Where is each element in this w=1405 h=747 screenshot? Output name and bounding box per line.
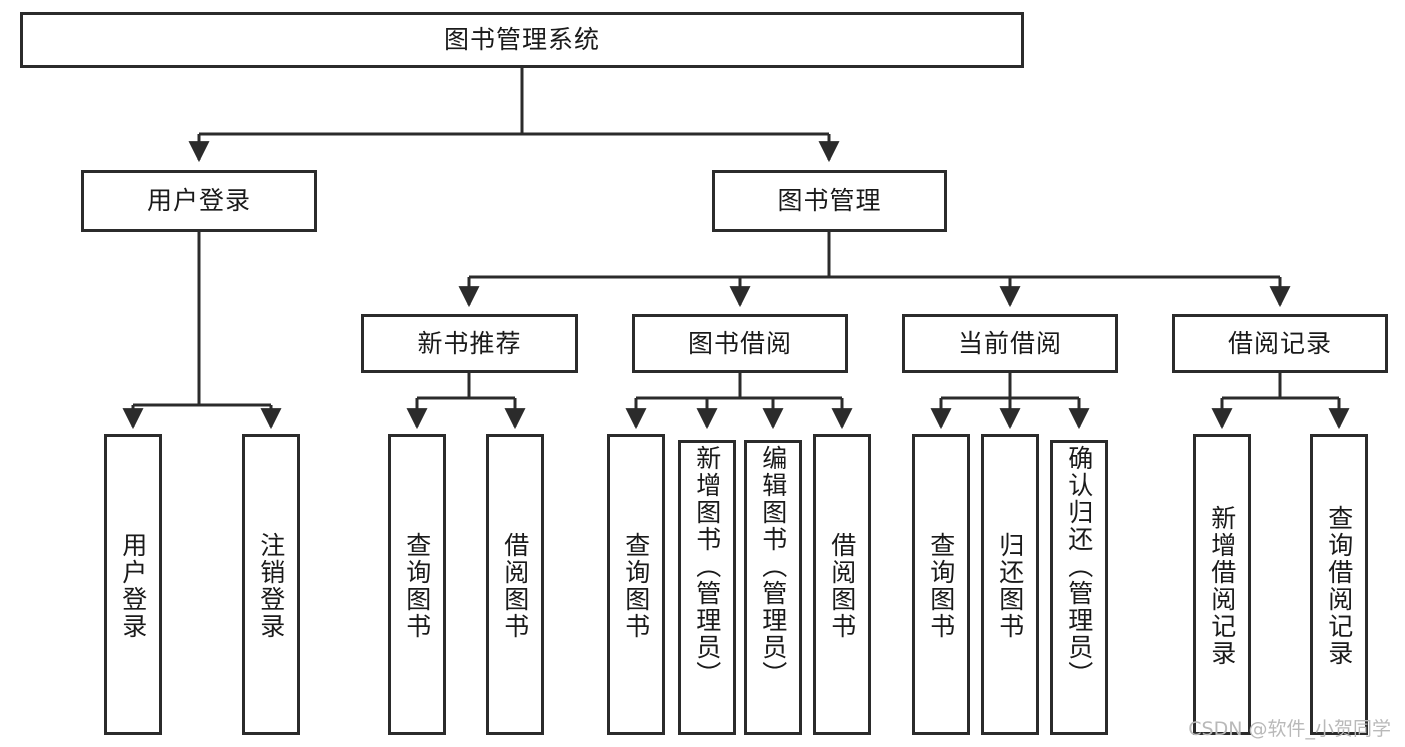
watermark-text: CSDN @软件_小贺同学 (1188, 718, 1391, 740)
node-label: 用户登录 (146, 186, 251, 216)
leaf-query-book-borrow[interactable]: 查询图书 (607, 434, 665, 735)
node-book-management[interactable]: 图书管理 (712, 170, 947, 232)
leaf-confirm-return-admin[interactable]: 确认归还（管理员） (1050, 440, 1108, 735)
node-label: 查询图书 (621, 531, 651, 640)
node-label: 新增图书（管理员） (692, 445, 722, 688)
leaf-query-book-current[interactable]: 查询图书 (912, 434, 970, 735)
node-label: 借阅图书 (827, 531, 857, 640)
node-label: 用户登录 (118, 531, 148, 640)
node-label: 图书借阅 (687, 328, 792, 358)
leaf-query-book-recommend[interactable]: 查询图书 (388, 434, 446, 735)
leaf-query-borrow-record[interactable]: 查询借阅记录 (1310, 434, 1368, 735)
leaf-borrow-book[interactable]: 借阅图书 (813, 434, 871, 735)
node-label: 注销登录 (256, 531, 286, 640)
node-label: 借阅图书 (500, 531, 530, 640)
leaf-return-book[interactable]: 归还图书 (981, 434, 1039, 735)
leaf-add-borrow-record[interactable]: 新增借阅记录 (1193, 434, 1251, 735)
leaf-borrow-book-recommend[interactable]: 借阅图书 (486, 434, 544, 735)
node-label: 图书管理 (777, 186, 882, 216)
node-label: 编辑图书（管理员） (758, 445, 788, 688)
node-label: 确认归还（管理员） (1064, 445, 1094, 688)
node-label: 归还图书 (995, 531, 1025, 640)
node-label: 图书管理系统 (443, 25, 600, 55)
node-label: 借阅记录 (1227, 328, 1332, 358)
node-new-book-recommend[interactable]: 新书推荐 (361, 314, 578, 373)
node-label: 当前借阅 (957, 328, 1062, 358)
node-label: 新书推荐 (417, 328, 522, 358)
node-current-borrow[interactable]: 当前借阅 (902, 314, 1118, 373)
leaf-logout-login[interactable]: 注销登录 (242, 434, 300, 735)
leaf-add-book-admin[interactable]: 新增图书（管理员） (678, 440, 736, 735)
node-borrow-record[interactable]: 借阅记录 (1172, 314, 1388, 373)
node-label: 查询图书 (926, 531, 956, 640)
node-book-borrow[interactable]: 图书借阅 (632, 314, 848, 373)
node-user-login[interactable]: 用户登录 (81, 170, 317, 232)
node-label: 新增借阅记录 (1207, 504, 1237, 667)
leaf-edit-book-admin[interactable]: 编辑图书（管理员） (744, 440, 802, 735)
node-label: 查询图书 (402, 531, 432, 640)
leaf-user-login[interactable]: 用户登录 (104, 434, 162, 735)
node-root-book-management-system[interactable]: 图书管理系统 (20, 12, 1024, 68)
node-label: 查询借阅记录 (1324, 504, 1354, 667)
